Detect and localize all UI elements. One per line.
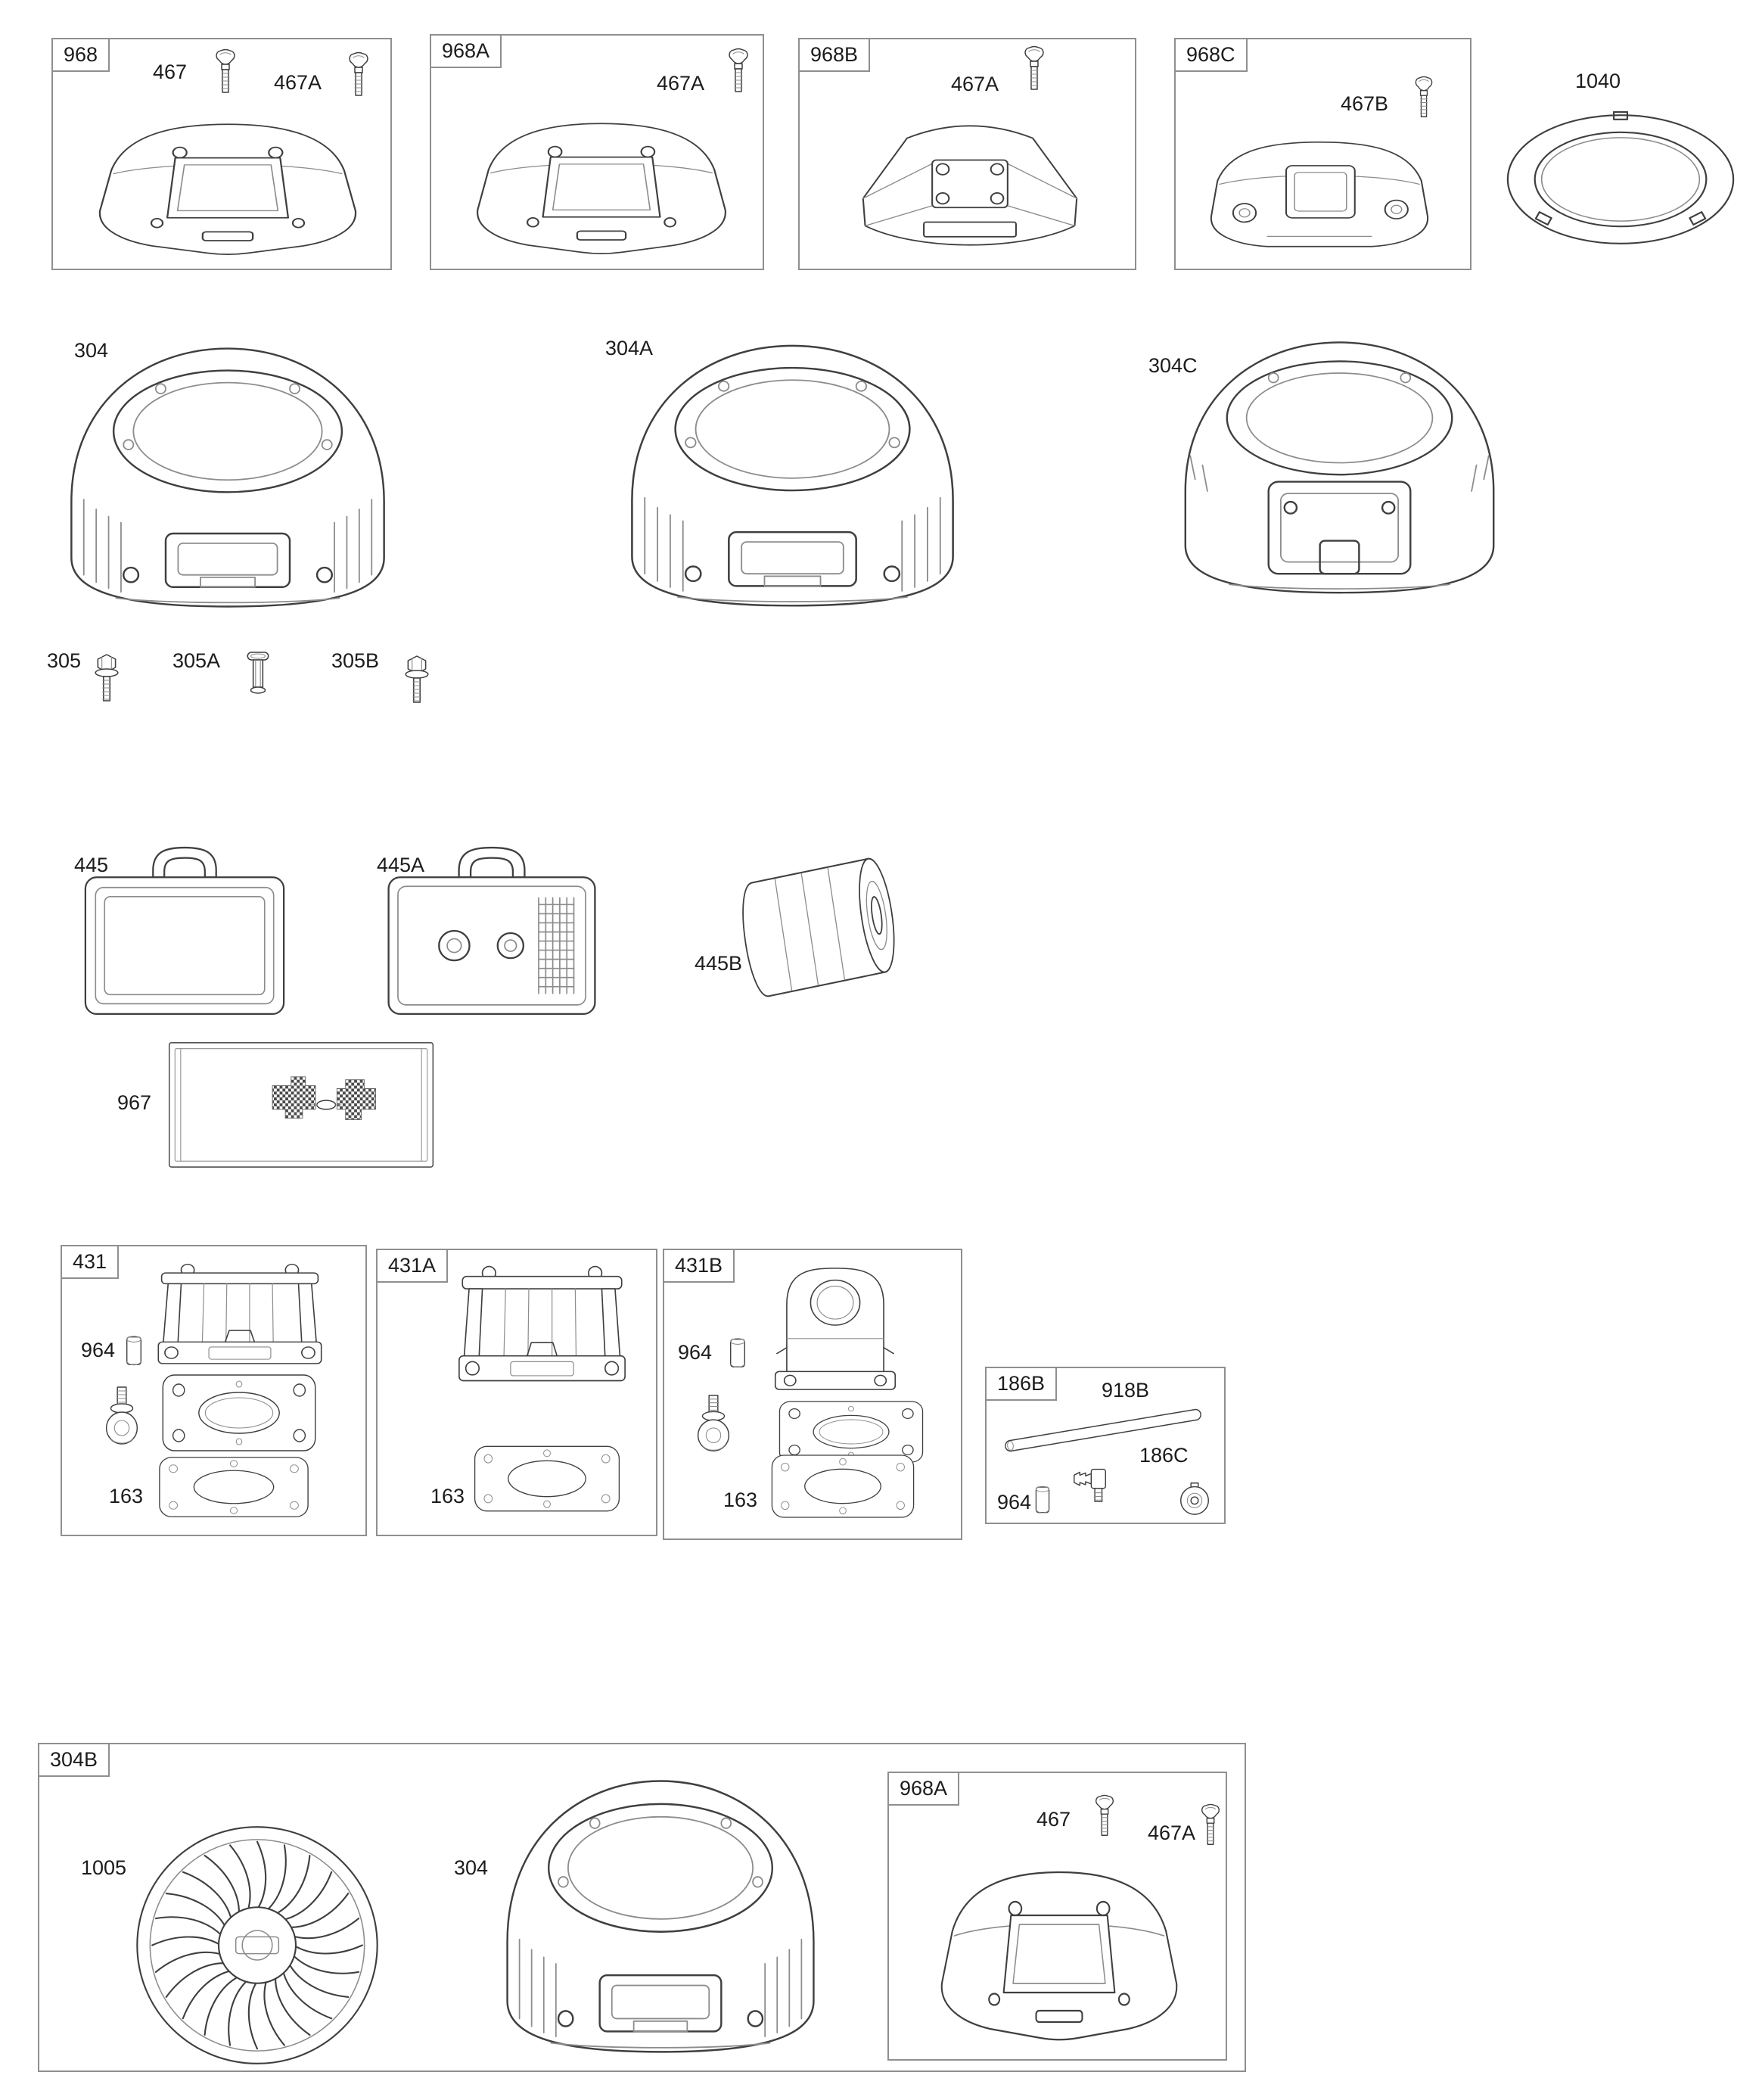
blower-housing-drawing: [42, 319, 414, 624]
rivet-icon: [244, 649, 272, 704]
emblem-panel-drawing: [165, 1038, 437, 1171]
group-186B: 186B 918B 964 186C: [985, 1367, 1226, 1524]
mounting-plate-drawing: [153, 1367, 325, 1458]
label-964: 964: [997, 1491, 1032, 1514]
thumb-screw-icon: [725, 48, 752, 95]
label-445B: 445B: [695, 952, 743, 975]
label-305B: 305B: [331, 649, 380, 672]
label-304A: 304A: [605, 337, 654, 359]
thumb-screw-icon: [212, 48, 239, 95]
hex-screw-icon: [92, 652, 121, 707]
label-467B: 467B: [1341, 92, 1389, 115]
panel-tag-431B: 431B: [664, 1250, 735, 1283]
label-163: 163: [723, 1489, 758, 1511]
thumb-screw-icon: [1021, 45, 1048, 92]
blower-housing-drawing: [1156, 314, 1523, 609]
label-964: 964: [678, 1341, 713, 1364]
label-305: 305: [47, 649, 82, 672]
label-304C: 304C: [1148, 354, 1198, 377]
label-304: 304: [74, 339, 109, 362]
panel-tag-968A-alt: 968A: [889, 1773, 960, 1806]
panel-tag-431: 431: [62, 1246, 120, 1279]
panel-tag-968C: 968C: [1176, 39, 1248, 72]
gasket-drawing: [151, 1452, 316, 1522]
panel-tag-968B: 968B: [800, 39, 871, 72]
panel-cover-968: 968 467 467A: [51, 38, 392, 270]
gasket-drawing: [467, 1441, 627, 1517]
panel-cover-968C: 968C 467B: [1174, 38, 1472, 270]
thumb-screw-icon: [1198, 1803, 1223, 1847]
spacer-drawing: [728, 1333, 747, 1371]
blower-cover-drawing: [834, 109, 1106, 264]
group-431A: 431A 163: [376, 1249, 657, 1536]
filter-cartridge-drawing: [720, 838, 917, 1016]
label-186C: 186C: [1139, 1444, 1189, 1467]
blower-cover-drawing: [458, 111, 745, 261]
panel-cover-968A-alt: 968A 467 467A: [887, 1772, 1227, 2061]
panel-tag-304B: 304B: [39, 1744, 110, 1777]
label-305A: 305A: [172, 649, 221, 672]
label-445A: 445A: [377, 854, 425, 876]
blower-housing-drawing: [478, 1750, 843, 2070]
panel-tag-968A: 968A: [431, 36, 502, 68]
group-431B: 431B 964 163: [663, 1249, 962, 1540]
spacer-drawing: [124, 1331, 144, 1369]
thumb-screw-icon: [1092, 1794, 1117, 1838]
bracket-drawing: [434, 1262, 650, 1394]
label-1040: 1040: [1575, 70, 1621, 92]
panel-cover-968A: 968A 467A: [430, 34, 764, 270]
panel-cover-968B: 968B 467A: [798, 38, 1136, 270]
label-918B: 918B: [1102, 1379, 1150, 1402]
blower-cover-drawing: [1195, 129, 1444, 263]
bracket-drawing: [134, 1260, 346, 1375]
thumb-screw-icon: [345, 51, 372, 98]
fitting-drawing: [98, 1384, 145, 1451]
label-163: 163: [430, 1485, 465, 1507]
label-467A: 467A: [274, 71, 322, 94]
blower-cover-drawing: [79, 112, 376, 262]
grommet-drawing: [1176, 1479, 1214, 1517]
fitting-drawing: [690, 1392, 737, 1458]
gasket-drawing: [764, 1450, 921, 1523]
group-431: 431 964 163: [61, 1245, 367, 1536]
hex-screw-icon: [402, 654, 431, 708]
air-cleaner-body-drawing: [749, 1256, 921, 1398]
label-467: 467: [153, 61, 188, 83]
spacer-drawing: [1033, 1482, 1052, 1517]
blower-housing-drawing: [601, 316, 984, 623]
label-467: 467: [1036, 1808, 1071, 1831]
elbow-fitting-drawing: [1071, 1459, 1121, 1506]
thumb-screw-icon: [1412, 76, 1436, 120]
label-964: 964: [81, 1339, 116, 1361]
panel-tag-186B: 186B: [987, 1368, 1058, 1401]
panel-tag-968: 968: [53, 39, 110, 72]
label-967: 967: [117, 1091, 152, 1114]
label-445: 445: [74, 854, 109, 876]
flywheel-fan-drawing: [129, 1818, 386, 2072]
label-467A: 467A: [657, 72, 705, 95]
group-304B: 304B 1005 304 968A 467 467A: [38, 1743, 1246, 2072]
label-467A: 467A: [1148, 1822, 1196, 1844]
label-304: 304: [454, 1856, 489, 1879]
retainer-ring-drawing: [1496, 104, 1745, 254]
label-1005: 1005: [81, 1856, 127, 1879]
panel-tag-431A: 431A: [378, 1250, 449, 1283]
blower-cover-drawing: [923, 1856, 1195, 2049]
label-467A: 467A: [951, 73, 999, 95]
label-163: 163: [109, 1485, 144, 1507]
